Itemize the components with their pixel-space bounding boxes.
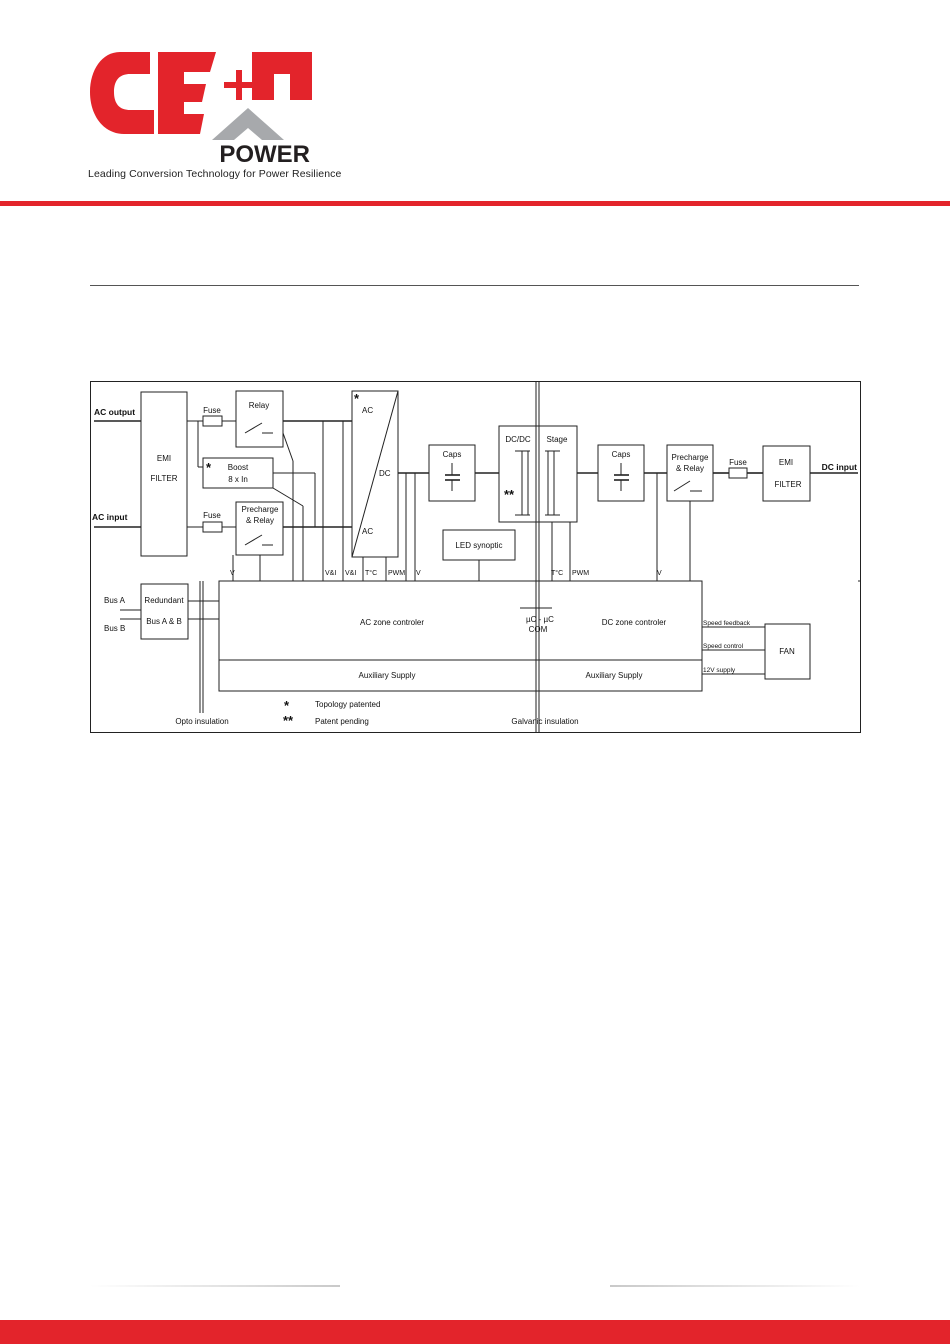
label-conv-ac-bottom: AC <box>362 527 373 536</box>
label-speed-control: Speed control <box>703 643 744 650</box>
fuse-right <box>728 467 748 479</box>
label-conv-dc: DC <box>379 469 391 478</box>
label-aux-left: Auxiliary Supply <box>359 671 416 680</box>
label-emi-left-1: EMI <box>157 454 171 463</box>
label-sig-vi1: V&I <box>325 570 336 577</box>
fuse-bottom <box>202 521 223 533</box>
label-conv-ac-top: AC <box>362 406 373 415</box>
logo-letter-e <box>158 52 216 134</box>
label-12v-supply: 12V supply <box>703 667 736 674</box>
label-redundant-1: Redundant <box>144 596 184 605</box>
label-emi-right-2: FILTER <box>775 480 802 489</box>
fuse-top <box>202 415 223 427</box>
header-red-band <box>0 201 950 206</box>
label-dc-input: DC input <box>822 462 858 472</box>
label-sig-v1: V <box>230 570 235 577</box>
label-precharge-left-1: Precharge <box>242 505 279 514</box>
label-precharge-right-2: & Relay <box>676 464 704 473</box>
label-star-boost: * <box>206 460 212 475</box>
label-sig-pwm1: PWM <box>388 570 405 577</box>
label-dcdc: DC/DC <box>505 435 531 444</box>
diagram-frame <box>90 381 861 733</box>
label-precharge-left-2: & Relay <box>246 516 274 525</box>
label-precharge-right-1: Precharge <box>672 453 709 462</box>
label-uc-com-2: COM <box>529 625 548 634</box>
label-sig-t2: T°C <box>551 569 563 577</box>
led-synoptic-box <box>442 529 516 561</box>
label-star-converter: * <box>354 391 360 406</box>
label-fuse-right: Fuse <box>729 458 747 467</box>
redundant-bus-box <box>140 583 189 640</box>
label-emi-left-2: FILTER <box>151 474 178 483</box>
label-dc-zone: DC zone controler <box>602 618 667 627</box>
label-bus-b: Bus B <box>104 624 125 633</box>
label-dstar-dcdc: ** <box>504 487 515 502</box>
legend-dstar: ** <box>283 713 294 728</box>
dcdc-stage-box <box>498 425 578 523</box>
logo-power-text: POWER <box>219 141 310 168</box>
label-sig-v3: V <box>657 570 662 577</box>
fan-box <box>764 623 811 680</box>
precharge-relay-left <box>235 501 284 556</box>
legend-star-text: Topology patented <box>315 700 380 709</box>
label-speed-feedback: Speed feedback <box>703 620 751 627</box>
label-galvanic-insulation: Galvanic insulation <box>511 717 578 726</box>
label-caps-right: Caps <box>612 450 631 459</box>
label-bus-a: Bus A <box>104 596 126 605</box>
cet-power-logo: POWER <box>90 52 312 168</box>
brand-tagline: Leading Conversion Technology for Power … <box>88 168 342 180</box>
label-emi-right-1: EMI <box>779 458 793 467</box>
logo-letter-c <box>90 52 154 134</box>
boost-box <box>202 457 274 489</box>
label-aux-right: Auxiliary Supply <box>586 671 643 680</box>
precharge-relay-right <box>666 444 714 502</box>
label-redundant-2: Bus A & B <box>146 617 182 626</box>
label-boost-1: Boost <box>228 463 249 472</box>
footer-rule-left <box>90 1285 340 1287</box>
label-fuse-top: Fuse <box>203 406 221 415</box>
label-sig-pwm2: PWM <box>572 570 589 577</box>
logo-letter-t <box>252 52 312 100</box>
label-stage: Stage <box>547 435 568 444</box>
label-uc-com-1: µC - µC <box>526 615 554 624</box>
controller-box <box>218 580 703 692</box>
label-ac-zone: AC zone controler <box>360 618 424 627</box>
label-opto-insulation: Opto insulation <box>175 717 228 726</box>
label-sig-v2: V <box>416 570 421 577</box>
label-fuse-bottom: Fuse <box>203 511 221 520</box>
relay-box <box>235 390 284 448</box>
label-sig-vi2: V&I <box>345 570 356 577</box>
footer-red-band <box>0 1320 950 1344</box>
label-caps-left: Caps <box>443 450 462 459</box>
label-ac-input: AC input <box>92 512 128 522</box>
title-divider <box>90 285 859 286</box>
legend-star: * <box>284 698 290 713</box>
label-led-synoptic: LED synoptic <box>455 541 502 550</box>
label-sig-t1: T°C <box>365 569 377 577</box>
emi-filter-right <box>762 445 811 502</box>
block-diagram: AC output AC input EMI FILTER Fuse Fuse … <box>90 381 861 733</box>
label-ac-output: AC output <box>94 407 135 417</box>
logo-roof <box>212 108 284 140</box>
label-boost-2: 8 x In <box>228 475 248 484</box>
emi-filter-left <box>140 391 188 557</box>
label-fan: FAN <box>779 647 795 656</box>
legend-dstar-text: Patent pending <box>315 717 369 726</box>
footer-rule-right <box>610 1285 860 1287</box>
label-relay: Relay <box>249 401 269 410</box>
